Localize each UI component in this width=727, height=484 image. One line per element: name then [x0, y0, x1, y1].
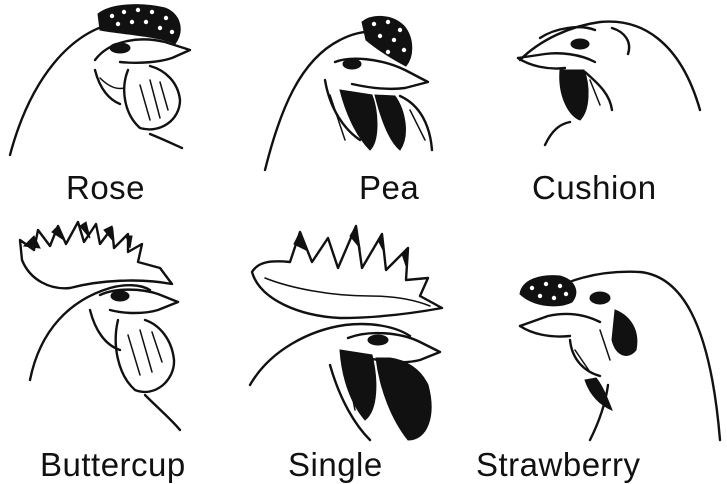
pea-comb-illustration [265, 16, 432, 170]
label-buttercup: Buttercup [40, 448, 186, 481]
label-cushion: Cushion [532, 171, 657, 204]
label-pea: Pea [359, 171, 419, 204]
label-single: Single [288, 448, 383, 481]
buttercup-comb-illustration [20, 222, 180, 430]
label-rose: Rose [66, 171, 145, 204]
rose-comb-illustration [10, 5, 190, 155]
single-comb-illustration [250, 226, 442, 440]
label-strawberry: Strawberry [476, 448, 641, 481]
strawberry-comb-illustration [520, 272, 720, 440]
cushion-comb-illustration [518, 22, 700, 145]
